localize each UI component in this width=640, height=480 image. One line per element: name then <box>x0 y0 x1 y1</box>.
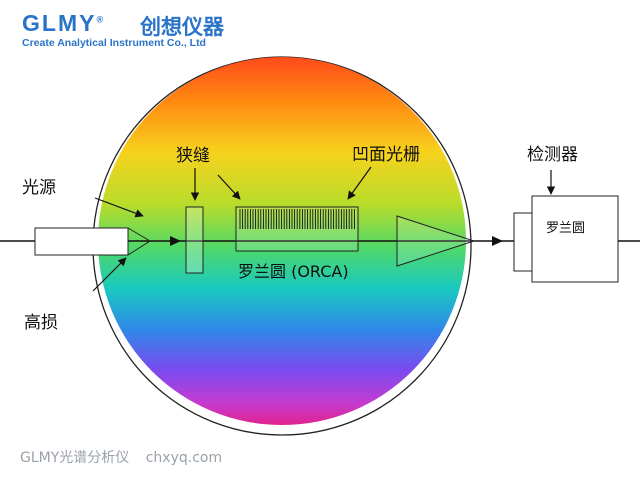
label-high-loss: 高损 <box>24 313 58 333</box>
logo-name-cn: 创想仪器 <box>140 15 224 39</box>
light-source-body <box>34 227 129 256</box>
detector-front <box>513 212 533 272</box>
slit <box>185 206 204 274</box>
label-slit: 狭缝 <box>176 146 210 166</box>
pointer-grating <box>347 166 372 200</box>
detector-body <box>531 195 619 283</box>
pointer-high-loss <box>92 257 127 292</box>
label-light-source: 光源 <box>22 178 56 198</box>
footer: GLMY光谱分析仪 chxyq.com <box>20 447 234 467</box>
focusing-cone <box>396 215 476 267</box>
light-source-tip <box>127 227 151 256</box>
label-rowland-circle: 罗兰圆 (ORCA) <box>238 262 349 281</box>
footer-website: chxyq.com <box>145 450 223 466</box>
logo-tagline: Create Analytical Instrument Co., Ltd <box>22 37 206 49</box>
label-detector: 检测器 <box>527 145 578 165</box>
label-concave-grating: 凹面光栅 <box>352 145 420 165</box>
logo-brand: GLMY® <box>22 10 106 36</box>
axis-arrow-2 <box>492 236 503 246</box>
label-detector-box: 罗兰圆 <box>546 221 585 236</box>
pointer-slit-to-grating <box>217 174 241 200</box>
axis-arrow-1 <box>170 236 181 246</box>
footer-brand: GLMY光谱分析仪 <box>20 450 130 466</box>
grating-lines <box>239 209 355 229</box>
pointer-light-source <box>94 197 144 218</box>
